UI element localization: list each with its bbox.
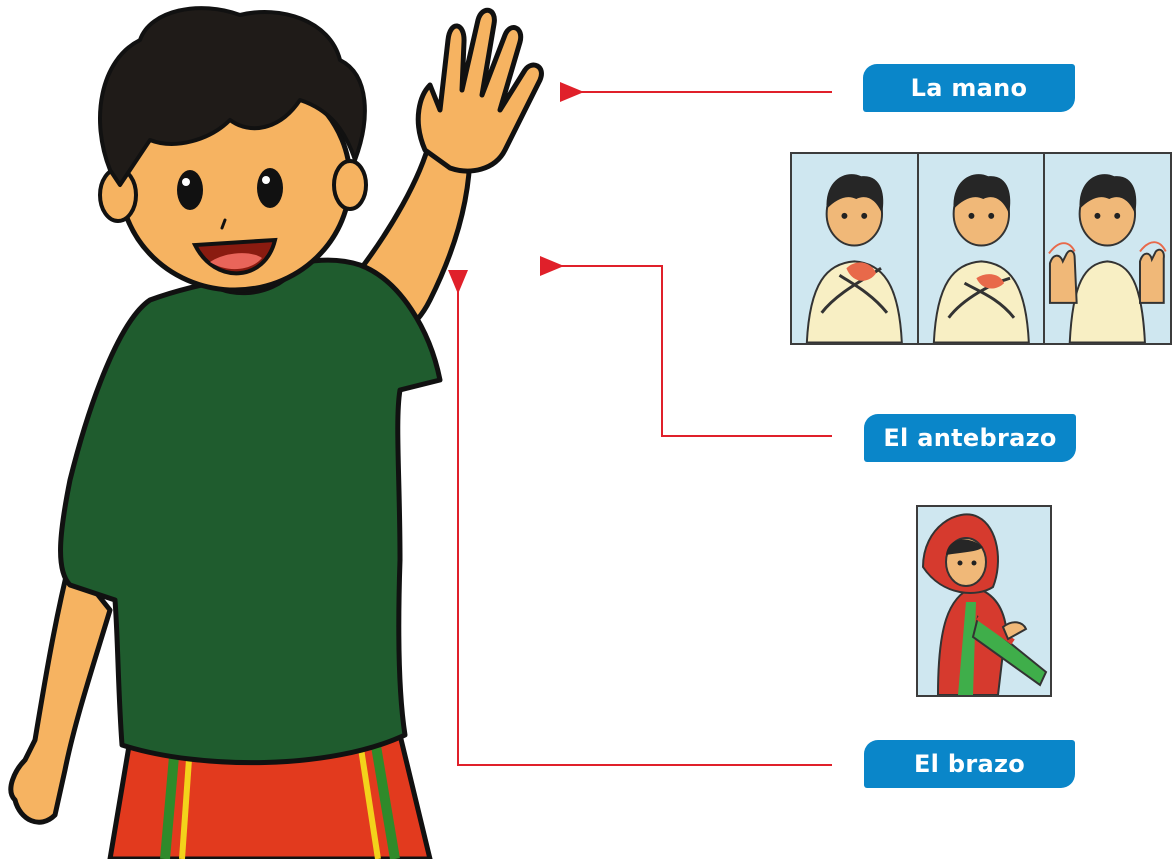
raised-hand xyxy=(415,7,544,174)
label-mano-text: La mano xyxy=(910,74,1028,102)
label-mano: La mano xyxy=(863,64,1075,112)
hair xyxy=(98,6,367,187)
sign-panel-1 xyxy=(792,154,917,343)
sign-panel-2 xyxy=(918,154,1044,343)
signer-figure-icon xyxy=(932,174,1030,343)
label-brazo: El brazo xyxy=(864,740,1075,788)
signer-hooded-figure-icon xyxy=(921,513,1048,695)
sign-panel-3 xyxy=(1045,154,1171,343)
signer-figure-icon xyxy=(805,174,903,343)
lower-arm xyxy=(8,557,113,825)
signer-figure-icon xyxy=(1048,174,1167,343)
sign-hand-panels xyxy=(790,152,1172,345)
shirt xyxy=(58,257,443,766)
label-brazo-text: El brazo xyxy=(913,750,1026,778)
label-antebrazo-text: El antebrazo xyxy=(883,424,1057,452)
label-antebrazo: El antebrazo xyxy=(864,414,1076,462)
boy-waving-illustration xyxy=(8,6,544,859)
sign-arm-panel xyxy=(916,505,1052,697)
